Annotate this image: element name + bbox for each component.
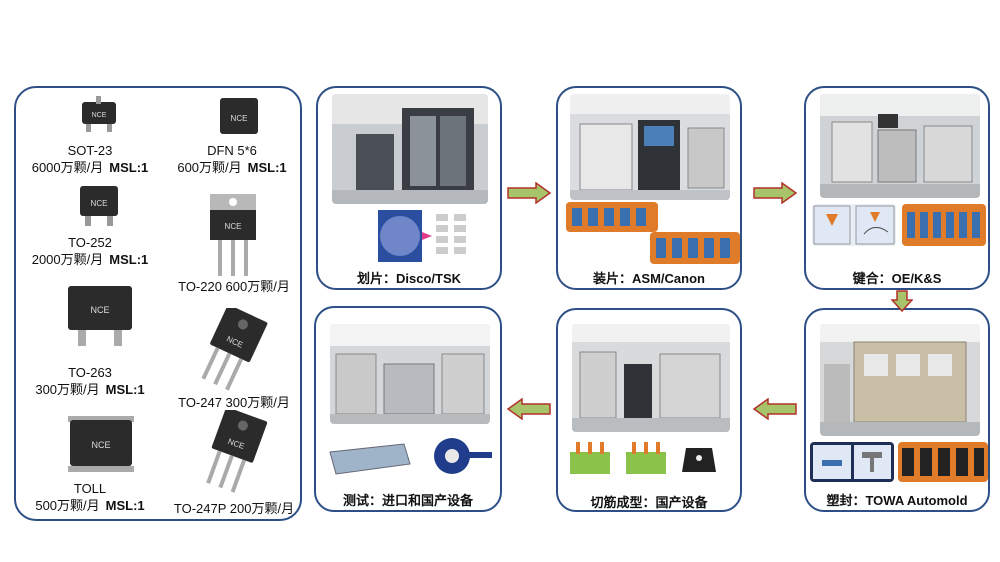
- svg-text:NCE: NCE: [225, 222, 242, 231]
- svg-text:NCE: NCE: [92, 112, 107, 119]
- stage-molding: 塑封：TOWA Automold: [804, 308, 990, 512]
- package-to247: TO-247 300万颗/月: [178, 395, 290, 410]
- wire-bonding-equipment-photo: [820, 94, 980, 198]
- svg-text:NCE: NCE: [91, 199, 108, 208]
- stage-caption: 装片：ASM/Canon: [593, 271, 705, 286]
- svg-text:NCE: NCE: [90, 305, 109, 315]
- flow-arrow-left-icon: [752, 398, 797, 420]
- molded-strip-image: [898, 442, 988, 482]
- flow-arrow-down-icon: [891, 290, 913, 312]
- flow-arrow-right-icon: [753, 182, 798, 204]
- leadframe-strip-image-2: [650, 232, 740, 264]
- package-to220: TO-220 600万颗/月: [178, 279, 290, 294]
- stage-caption: 测试：进口和国产设备: [342, 493, 473, 508]
- to252-chip-image: NCE: [80, 186, 118, 226]
- to220-chip-image: NCE: [210, 194, 256, 276]
- stage-die-attach: 装片：ASM/Canon: [556, 86, 742, 290]
- dicing-equipment-photo: [332, 94, 488, 204]
- trim-form-equipment-photo: [572, 324, 730, 432]
- sot23-chip-image: NCE: [82, 96, 116, 132]
- svg-text:NCE: NCE: [91, 440, 110, 450]
- flow-arrow-left-icon: [506, 398, 551, 420]
- bond-diagram-image: [812, 204, 896, 246]
- mold-diagram-image: [810, 442, 894, 482]
- package-to247p: TO-247P 200万颗/月: [173, 501, 295, 516]
- trim-form-product-image: [566, 438, 736, 482]
- test-product-image: [324, 434, 494, 478]
- stage-caption: 切筋成型：国产设备: [590, 495, 708, 510]
- stage-caption: 塑封：TOWA Automold: [826, 493, 968, 508]
- molding-equipment-photo: [820, 324, 980, 436]
- dfn56-chip-image: NCE: [220, 98, 258, 134]
- leadframe-strip-image: [566, 202, 658, 232]
- to247p-chip-image: NCE: [206, 410, 268, 493]
- to263-chip-image: NCE: [68, 286, 132, 346]
- test-equipment-photo: [330, 324, 490, 424]
- stage-caption: 划片：Disco/TSK: [356, 271, 461, 286]
- to247-chip-image: NCE: [201, 308, 268, 391]
- stage-wire-bonding: 键合：OE/K&S: [804, 86, 990, 290]
- stage-dicing: 划片：Disco/TSK: [316, 86, 502, 290]
- toll-chip-image: NCE: [68, 416, 134, 472]
- flow-arrow-right-icon: [507, 182, 552, 204]
- stage-test: 测试：进口和国产设备: [314, 306, 502, 512]
- bonded-strip-image: [902, 204, 986, 246]
- die-attach-equipment-photo: [570, 94, 730, 200]
- svg-text:NCE: NCE: [231, 114, 248, 123]
- wafer-dicing-image: [376, 208, 472, 264]
- stage-caption: 键合：OE/K&S: [852, 271, 942, 286]
- stage-trim-form: 切筋成型：国产设备: [556, 308, 742, 512]
